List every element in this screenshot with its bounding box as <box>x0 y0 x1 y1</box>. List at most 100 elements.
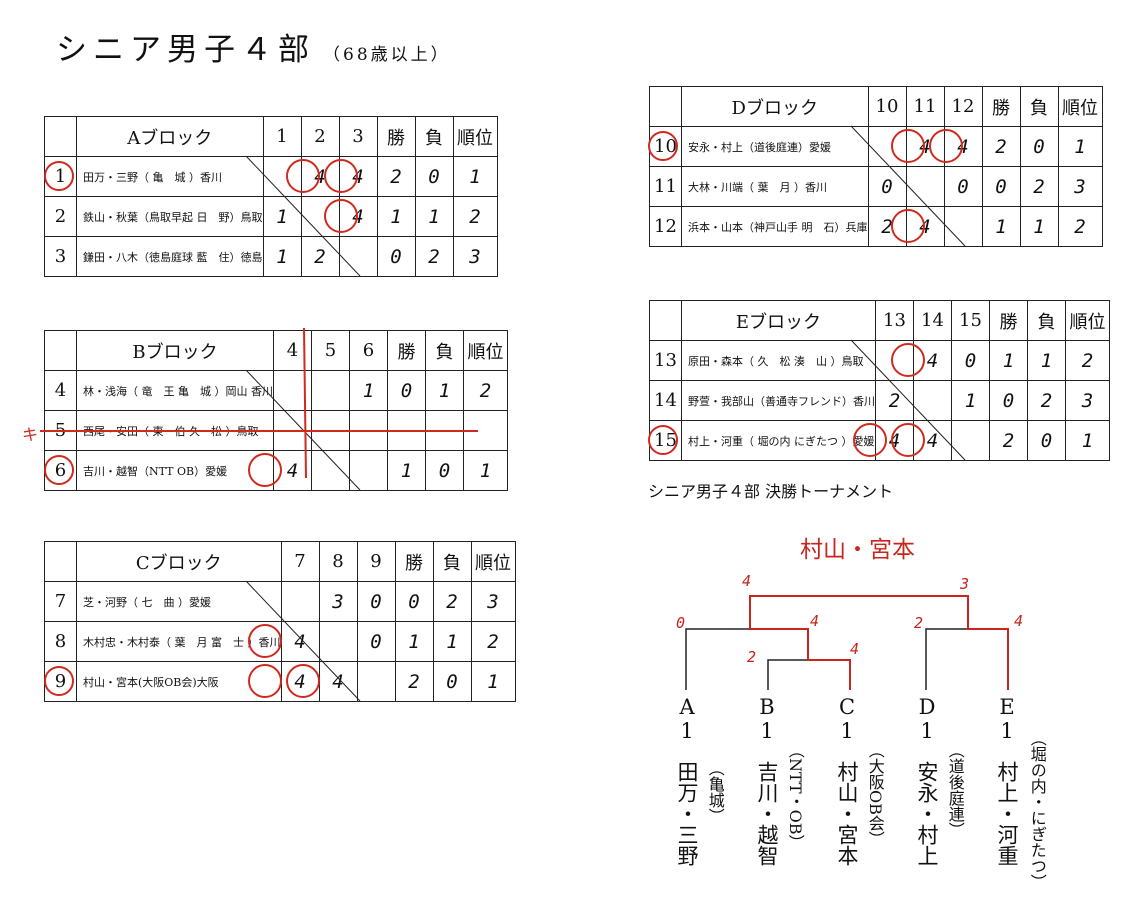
block-name: Bブロック <box>76 330 274 371</box>
score-cell: 4 <box>338 156 378 197</box>
loss-cell: 0 <box>1019 126 1059 167</box>
entry-club: （堀の内・にぎたつ） <box>1027 730 1047 890</box>
score-cell: 0 <box>867 166 907 207</box>
loss-cell: 0 <box>432 661 472 702</box>
loss-cell: 1 <box>1027 340 1066 381</box>
rank-cell: 3 <box>1065 380 1110 421</box>
self-cell <box>905 166 945 207</box>
rank-cell: 3 <box>1057 166 1103 207</box>
win-cell: 1 <box>981 206 1021 247</box>
self-cell <box>318 621 358 662</box>
tournament-title: シニア男子４部 決勝トーナメント <box>648 482 894 501</box>
win-cell: 0 <box>989 380 1028 421</box>
score-cell: 0 <box>356 621 396 662</box>
row-no: 8 <box>44 621 77 662</box>
score-cell: 4 <box>280 661 320 702</box>
self-cell <box>943 206 983 247</box>
loss-cell: 0 <box>414 156 454 197</box>
header-blank <box>649 86 682 127</box>
win-cell: 1 <box>387 450 426 491</box>
pair-name: 原田・森本（ 久 松 湊 山 ）鳥取 <box>681 340 876 381</box>
rank-cell: 1 <box>452 156 498 197</box>
loss-cell: 2 <box>432 581 472 622</box>
score-cell: 4 <box>905 206 945 247</box>
row-no: 5 <box>44 410 77 451</box>
rank-cell: 3 <box>452 236 498 277</box>
block-name: Aブロック <box>76 116 264 157</box>
col-header: 10 <box>867 86 907 127</box>
rank-header: 順位 <box>452 116 498 157</box>
loss-cell: 0 <box>1027 420 1066 461</box>
row-no: 3 <box>44 236 77 277</box>
header-blank <box>44 116 77 157</box>
entry-rank: 1 <box>920 719 934 743</box>
loss-cell: 1 <box>425 370 464 411</box>
withdraw-mark: キ <box>22 425 39 444</box>
loss-header: 負 <box>432 541 472 582</box>
score-a: 0 <box>676 614 686 632</box>
win-header: 勝 <box>394 541 434 582</box>
rank-header: 順位 <box>463 330 508 371</box>
score-final-left: 4 <box>742 572 752 590</box>
col-header: 14 <box>913 300 952 341</box>
pair-name: 林・浅海（ 竜 王 亀 城 ）岡山 香川 <box>76 370 274 411</box>
self-cell <box>951 420 990 461</box>
row-no: 6 <box>44 450 77 491</box>
entry-c: C 1 村山・宮本 <box>835 695 860 883</box>
page-title: シニア男子４部（68歳以上） <box>56 24 451 69</box>
pair-name: 村上・河重（ 堀の内 にぎたつ ）愛媛 <box>681 420 876 461</box>
col-header: 1 <box>262 116 302 157</box>
entry-players: 安永・村上 <box>915 760 940 866</box>
block-c-table: Cブロック 7 8 9 勝 負 順位 7 芝・河野（ 七 曲 ）愛媛 3 0 0… <box>44 541 516 702</box>
pair-name: 芝・河野（ 七 曲 ）愛媛 <box>76 581 282 622</box>
rank-cell: 2 <box>470 621 516 662</box>
entry-club: （大阪OB会） <box>865 742 885 847</box>
block-b-table: Bブロック 4 5 6 勝 負 順位 4 林・浅海（ 竜 王 亀 城 ）岡山 香… <box>44 330 508 491</box>
pair-name: 鎌田・八木（徳島庭球 藍 住）徳島 <box>76 236 264 277</box>
title-sub: （68歳以上） <box>323 45 451 65</box>
entry-code: A <box>679 695 695 719</box>
pair-name: 吉川・越智（NTT OB）愛媛 <box>76 450 274 491</box>
tournament-winner: 村山・宮本 <box>800 537 915 563</box>
bracket-red <box>749 595 1009 690</box>
score-final-right: 3 <box>960 575 970 593</box>
win-header: 勝 <box>981 86 1021 127</box>
row-no: 11 <box>649 166 682 207</box>
self-cell <box>280 581 320 622</box>
win-cell: 2 <box>394 661 434 702</box>
loss-cell: 0 <box>425 450 464 491</box>
row-no: 14 <box>649 380 682 421</box>
score-cell: 4 <box>338 196 378 237</box>
pair-name: 浜本・山本（神戸山手 明 石）兵庫 <box>681 206 869 247</box>
pair-name: 田万・三野（ 亀 城 ）香川 <box>76 156 264 197</box>
win-cell: 1 <box>394 621 434 662</box>
self-cell <box>356 661 396 702</box>
entry-players: 村山・宮本 <box>835 760 860 866</box>
entry-players: 吉川・越智 <box>755 760 780 866</box>
entry-club: （亀城） <box>705 760 725 824</box>
pair-name: 大林・川端（ 葉 月 ）香川 <box>681 166 869 207</box>
rank-cell: 2 <box>463 370 508 411</box>
score-b: 2 <box>747 648 757 666</box>
loss-cell: 2 <box>1027 380 1066 421</box>
col-header: 3 <box>338 116 378 157</box>
pair-name: 安永・村上（道後庭連）愛媛 <box>681 126 869 167</box>
header-blank <box>44 330 77 371</box>
pair-name: 西尾・安田（ 東 伯 久 松 ）鳥取 <box>76 410 274 451</box>
block-name: Dブロック <box>681 86 869 127</box>
bracket-black <box>685 628 968 690</box>
win-header: 勝 <box>376 116 416 157</box>
win-cell: 0 <box>981 166 1021 207</box>
loss-cell: 2 <box>1019 166 1059 207</box>
score-cell: 4 <box>318 661 358 702</box>
entry-d: D 1 安永・村上 <box>915 695 940 883</box>
block-name: Eブロック <box>681 300 876 341</box>
header-blank <box>649 300 682 341</box>
pair-name: 村山・宮本(大阪OB会)大阪 <box>76 661 282 702</box>
score-cell: 4 <box>913 340 952 381</box>
self-cell <box>300 196 340 237</box>
score-cell: 4 <box>913 420 952 461</box>
score-cell <box>311 370 350 411</box>
entry-rank: 1 <box>1000 719 1014 743</box>
win-cell: 1 <box>989 340 1028 381</box>
